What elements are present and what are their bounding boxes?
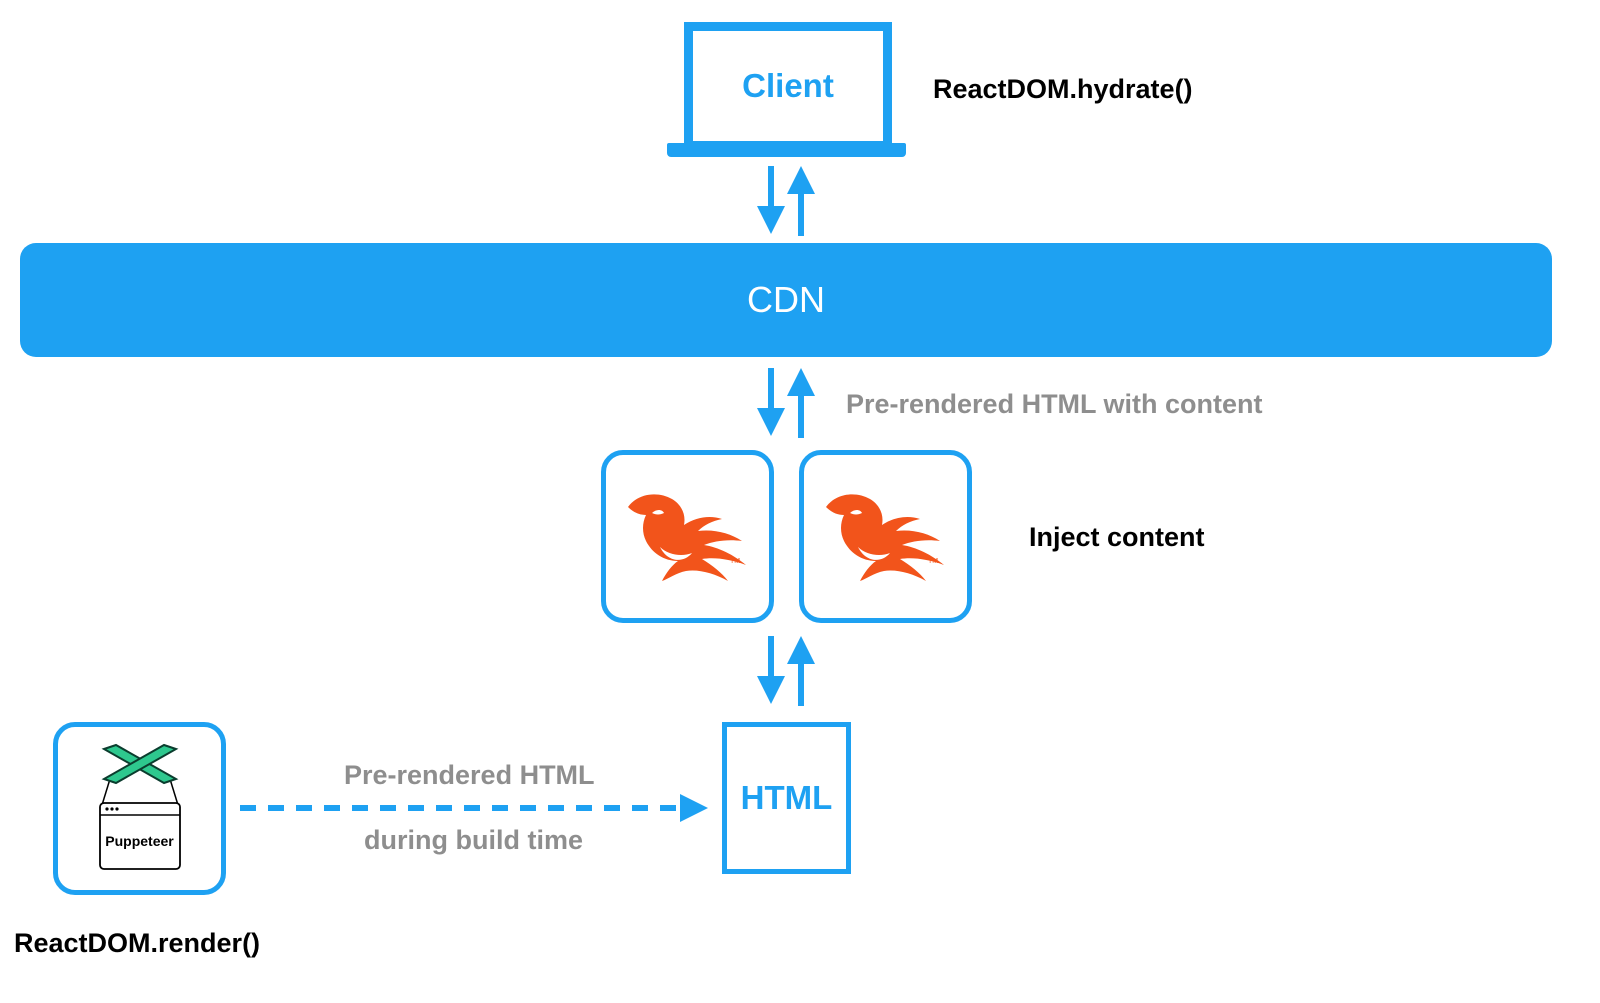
phoenix-logo-icon: TM xyxy=(628,494,746,581)
puppeteer-box xyxy=(53,722,226,895)
puppeteer-note: ReactDOM.render() xyxy=(14,928,261,958)
dashed-arrow-icon xyxy=(240,794,708,822)
phoenix-logo-icon: TM xyxy=(826,494,944,581)
cdn-label: CDN xyxy=(747,279,825,320)
cdn-bar: CDN xyxy=(20,243,1552,357)
phoenix-box-1: TM xyxy=(601,450,774,623)
up-arrow-icon xyxy=(787,636,815,706)
client-label: Client xyxy=(742,67,834,104)
phoenix-box-2: TM xyxy=(799,450,972,623)
up-arrow-icon xyxy=(787,368,815,438)
build-arrow-label-bottom: during build time xyxy=(364,825,583,855)
phoenix-html-arrows xyxy=(757,636,815,706)
client-laptop-base xyxy=(667,143,906,157)
cdn-phoenix-arrows xyxy=(757,368,815,438)
svg-text:TM: TM xyxy=(730,558,740,565)
client-cdn-arrows xyxy=(757,166,815,236)
down-arrow-icon xyxy=(757,166,785,234)
phoenix-arrow-label: Pre-rendered HTML with content xyxy=(846,389,1263,419)
puppeteer-label: Puppeteer xyxy=(105,833,174,849)
phoenix-note: Inject content xyxy=(1029,522,1205,552)
svg-text:TM: TM xyxy=(928,558,938,565)
up-arrow-icon xyxy=(787,166,815,236)
build-arrow-label-top: Pre-rendered HTML xyxy=(344,760,595,790)
html-label: HTML xyxy=(740,779,833,816)
down-arrow-icon xyxy=(757,636,785,704)
html-box: HTML xyxy=(722,722,851,874)
puppeteer-logo-icon xyxy=(99,743,181,870)
client-note: ReactDOM.hydrate() xyxy=(933,74,1193,104)
down-arrow-icon xyxy=(757,368,785,436)
